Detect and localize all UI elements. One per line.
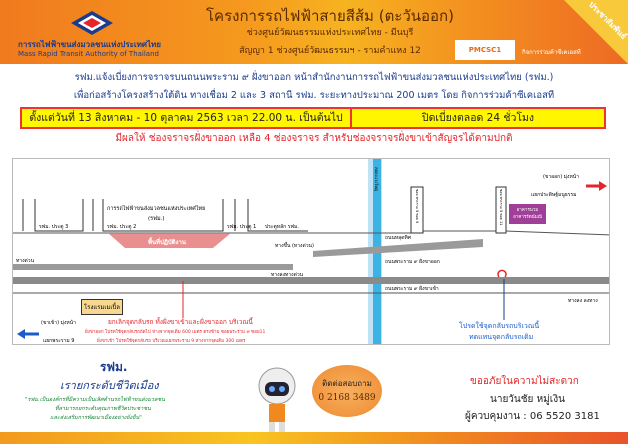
new-uturn-note: โปรดใช้จุดกลับรถบริเวณนี้ xyxy=(459,322,540,330)
new-uturn-note-2: ทดแทนจุดกลับรถเดิม xyxy=(469,333,534,341)
footer-quote-3: และส่งเสริมการพัฒนาเมืองอย่างยั่งยืน" xyxy=(50,415,142,421)
jv-label: กิจการร่วมค้าซีเคเอสที xyxy=(522,49,581,56)
footer-slogan: เรายกระดับชีวิตเมือง xyxy=(60,379,159,392)
contract-label: สัญญา 1 ช่วงศูนย์วัฒนธรรมฯ - รามคำแหง 12 xyxy=(239,46,421,56)
notice-line-1: รฟม.แจ้งเบี่ยงการจราจรบนถนนพระราม ๙ ฝั่ง… xyxy=(74,72,554,83)
hotel-label: โรงแรมเมเปิ้ล xyxy=(81,299,123,315)
soi-11-label: ซอย พระราม 9 ซอย 11 xyxy=(499,189,503,226)
outbound-destination: แยกประดิษฐ์มนูธรรม xyxy=(531,192,577,198)
org-name-en: Mass Rapid Transit Authority of Thailand xyxy=(18,50,159,58)
building-label: อาคารนวม อาคารรัตน์มณี xyxy=(513,208,542,220)
pmcsc1-logo: PMCSC1 xyxy=(455,40,515,60)
uturn-note-inbound: ฝั่งขาเข้า โปรดใช้จุดกลับรถ บริเวณแยกพระ… xyxy=(97,339,246,344)
footer-quote-1: "รฟม.เป็นองค์กรที่มีความเป็นเลิศด้านรถไฟ… xyxy=(25,397,165,403)
mrta-logo-icon xyxy=(71,11,113,35)
road-outbound-label: ถนนพระราม ๙ ฝั่งขาออก xyxy=(385,259,440,265)
down-ramp-label: ทางลงทางด่วน xyxy=(271,272,304,278)
traffic-map: การรถไฟฟ้าขนส่งมวลชนแห่งประเทศไทย (รฟม.)… xyxy=(12,158,610,345)
mascot-icon xyxy=(258,367,296,434)
canal-label: คลองแวงใหญ่ xyxy=(374,167,379,192)
ramp-label: ทางขึ้น (ทางด่วน) xyxy=(275,243,314,249)
work-area-shape xyxy=(108,233,231,248)
footer-quote-2: ที่สามารถยกระดับคุณภาพชีวิตประชาชน xyxy=(55,406,151,412)
notice-line-2: เพื่อก่อสร้างโครงสร้างใต้ดิน ทางเชื่อม 2… xyxy=(73,90,555,101)
inbound-direction: (ขาเข้า) มุ่งหน้า xyxy=(41,320,76,326)
supervisor-phone: ผู้ควบคุมงาน : 06 5520 3181 xyxy=(465,411,600,422)
footer-brand: รฟม. xyxy=(100,360,128,374)
traffic-effect: มีผลให้ ช่องจราจรฝั่งขาออก เหลือ 4 ช่องจ… xyxy=(115,133,513,144)
gate-2-label: รฟม. ประตู 2 xyxy=(107,224,137,230)
main-gate-label: ประตูหลัก รฟม. xyxy=(265,224,299,230)
work-area-label: พื้นที่ปฏิบัติงาน xyxy=(148,239,186,246)
header-banner: การรถไฟฟ้าขนส่งมวลชนแห่งประเทศไทย Mass R… xyxy=(0,0,628,64)
corner-ribbon xyxy=(564,0,628,64)
contact-label: ติดต่อสอบถาม xyxy=(322,379,372,388)
road-diagram xyxy=(13,159,609,344)
mrta-building-label: การรถไฟฟ้าขนส่งมวลชนแห่งประเทศไทย xyxy=(107,206,206,212)
inbound-destination: แยกพระราม 9 xyxy=(43,338,75,344)
bottom-band xyxy=(0,432,628,444)
supervisor-name: นายวันชัย หมู่เงิน xyxy=(490,394,565,405)
schedule-box: ตั้งแต่วันที่ 13 สิงหาคม - 10 ตุลาคม 256… xyxy=(20,107,606,129)
soi-9-label: ซอย พระราม 9 ซอย 9 xyxy=(415,189,419,224)
contact-phone: 0 2168 3489 xyxy=(318,393,376,403)
expressway-label: ทางด่วน xyxy=(16,258,35,264)
uturn-cancel-note: ยกเลิกจุดกลับรถ ทั้งฝั่งขาเข้าและฝั่งขาอ… xyxy=(108,318,253,326)
gate-1-label: รฟม. ประตู 1 xyxy=(227,224,257,230)
road-top-label: ถนนหลุดทิศ xyxy=(385,235,411,241)
uturn-icon xyxy=(497,269,507,278)
building-box xyxy=(509,204,546,224)
apology-text: ขออภัยในความไม่สะดวก xyxy=(470,376,579,387)
project-title: โครงการรถไฟฟ้าสายสีส้ม (ตะวันออก) xyxy=(206,7,454,25)
closure-duration: ปิดเบี่ยงตลอด 24 ชั่วโมง xyxy=(421,112,535,124)
org-name-th: การรถไฟฟ้าขนส่งมวลชนแห่งประเทศไทย xyxy=(18,40,161,49)
exit-down-label: ทางลง ลงทาง xyxy=(568,298,598,304)
outbound-direction: (ขาออก) มุ่งหน้า xyxy=(543,174,580,180)
road-inbound-label: ถนนพระราม ๙ ฝั่งขาเข้า xyxy=(385,286,439,292)
project-subtitle: ช่วงศูนย์วัฒนธรรมแห่งประเทศไทย - มีนบุรี xyxy=(246,28,414,38)
schedule-period: ตั้งแต่วันที่ 13 สิงหาคม - 10 ตุลาคม 256… xyxy=(22,109,352,127)
mrta-abbr-label: (รฟม.) xyxy=(148,216,165,222)
uturn-note-outbound: ฝั่งขาออก โปรดใช้จุดกลับรถถัดไป ห่างจากจ… xyxy=(85,330,266,335)
contact-bubble: ติดต่อสอบถาม 0 2168 3489 xyxy=(312,365,382,417)
gate-3-label: รฟม. ประตู 3 xyxy=(39,224,69,230)
